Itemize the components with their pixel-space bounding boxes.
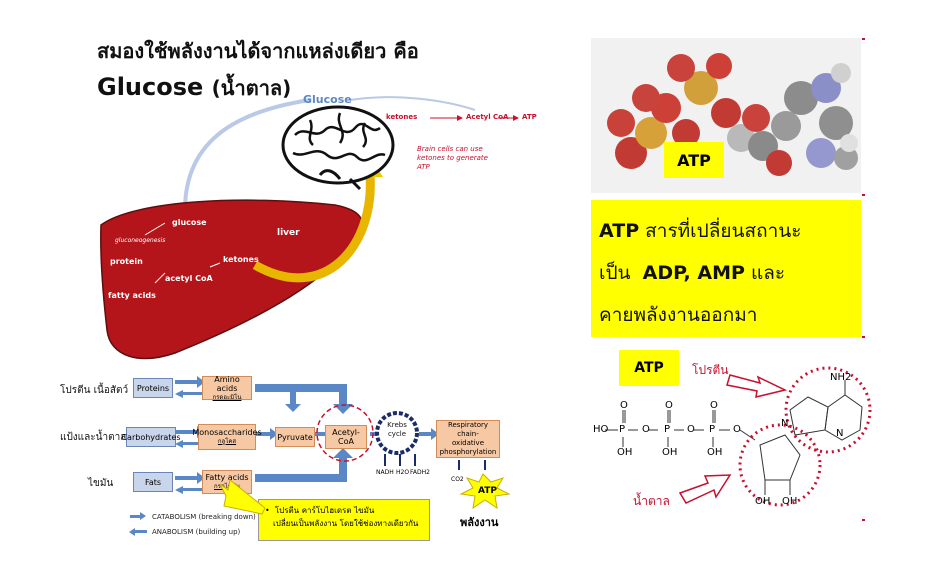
row-label-carbohydrate: แป้งและน้ำตาล: [60, 432, 127, 443]
ketones-path-label: ketones: [386, 113, 418, 121]
title-glucose-thai: (น้ำตาล): [211, 76, 292, 100]
h2o-label: H2O: [396, 469, 410, 476]
proteins-box: Proteins: [133, 378, 173, 398]
sugar-arrow: [678, 474, 732, 504]
amino-acids-box: Amino acids กรดอะมิโน: [202, 375, 252, 401]
protein-struct-label: โปรตีน: [692, 363, 729, 377]
respiratory-chain-box: Respiratory chain- oxidative phosphoryla…: [436, 420, 500, 458]
protein-arrow: [726, 374, 788, 398]
acetyl-coa-path-label: Acetyl CoA: [466, 113, 509, 121]
krebs-cycle-label: Krebs cycle: [387, 421, 407, 438]
legend-catabolism: CATABOLISM (breaking down): [152, 513, 256, 521]
o3-label: O: [733, 424, 741, 435]
edge-mark-3: [862, 336, 865, 338]
acetyl-coa-box: Acetyl-CoA: [325, 425, 367, 449]
p2-label: P: [664, 424, 671, 435]
brain-icon: [281, 105, 395, 191]
atp-structure-label: ATP: [619, 350, 679, 386]
metabolism-arrows: [129, 376, 511, 536]
o6-label: O: [710, 400, 718, 411]
row-label-protein: โปรตีน เนื้อสัตว์: [60, 385, 129, 396]
ho-label: HO: [593, 424, 609, 435]
brain-note: Brain cells can use ketones to generate …: [417, 145, 488, 171]
fadh2-label: FADH2: [410, 469, 430, 476]
atp-path-label: ATP: [522, 113, 537, 121]
glucose-liver-label: glucose: [172, 218, 207, 227]
pyruvate-box: Pyruvate: [275, 427, 315, 447]
legend-anabolism: ANABOLISM (building up): [152, 528, 241, 536]
liver-shape: [100, 199, 363, 360]
edge-mark-2: [862, 194, 865, 196]
title-line1: สมองใช้พลังงานได้จากแหล่งเดียว คือ: [97, 39, 419, 63]
acetyl-coa-highlight: [316, 404, 374, 462]
oh3-label: OH: [707, 447, 723, 458]
co2-label: CO2: [451, 476, 464, 483]
glucose-top-label: Glucose: [303, 93, 352, 106]
p3-label: P: [709, 424, 716, 435]
o2-label: O: [687, 424, 695, 435]
acetyl-coa-liver-label: acetyl CoA: [165, 274, 213, 283]
liver-label: liver: [277, 228, 300, 238]
note-arrow: [220, 479, 266, 515]
edge-mark-1: [862, 38, 865, 40]
metabolism-note: • โปรตีน คาร์โบไฮเดรต ไขมัน เปลี่ยนเป็นพ…: [258, 499, 430, 541]
fats-box: Fats: [133, 472, 173, 492]
p1-label: P: [619, 424, 626, 435]
oh2-label: OH: [662, 447, 678, 458]
ribose-highlight: [738, 423, 822, 507]
sugar-struct-label: น้ำตาล: [633, 494, 670, 508]
title-line2: Glucose (น้ำตาล): [97, 72, 291, 104]
row-label-fat: ไขมัน: [88, 478, 114, 489]
atp-molecule-model: [607, 53, 858, 176]
nh2-label: NH2: [830, 372, 852, 383]
o5-label: O: [665, 400, 673, 411]
carbohydrates-box: Carbohydrates: [121, 427, 181, 447]
energy-label: พลังงาน: [460, 516, 499, 529]
n2-label: N: [836, 428, 844, 439]
nadh-label: NADH: [376, 469, 394, 476]
oh1-label: OH: [617, 447, 633, 458]
adenine-highlight: [784, 366, 872, 454]
edge-mark-4: [862, 519, 865, 521]
glucose-to-ketones-arc: [349, 96, 476, 111]
atp-model-panel: [591, 38, 861, 193]
atp-description: ATP สารที่เปลี่ยนสถานะ เป็น ADP, AMP และ…: [591, 200, 861, 337]
o4-label: O: [620, 400, 628, 411]
atp-model-label: ATP: [664, 142, 724, 178]
atp-starburst: [459, 473, 511, 510]
atp-burst-label: ATP: [478, 486, 498, 496]
monosaccharides-box: Monosaccharides กลูโคส: [192, 424, 262, 450]
ketones-liver-label: ketones: [223, 255, 259, 264]
o1-label: O: [642, 424, 650, 435]
fatty-acids-liver-label: fatty acids: [108, 291, 156, 300]
n1-label: N: [781, 418, 789, 429]
atp-structure-diagram: [605, 366, 872, 507]
gluconeogenesis-label: gluconeogenesis: [115, 237, 166, 244]
ketones-arc: [252, 174, 375, 283]
krebs-cycle-ring: [375, 411, 419, 455]
liver-brain-diagram: [100, 96, 519, 360]
oh4-label: OH: [755, 496, 771, 507]
glucose-arc: [183, 98, 311, 211]
title-glucose: Glucose: [97, 73, 204, 101]
protein-label: protein: [110, 257, 143, 266]
oh5-label: OH: [782, 496, 798, 507]
